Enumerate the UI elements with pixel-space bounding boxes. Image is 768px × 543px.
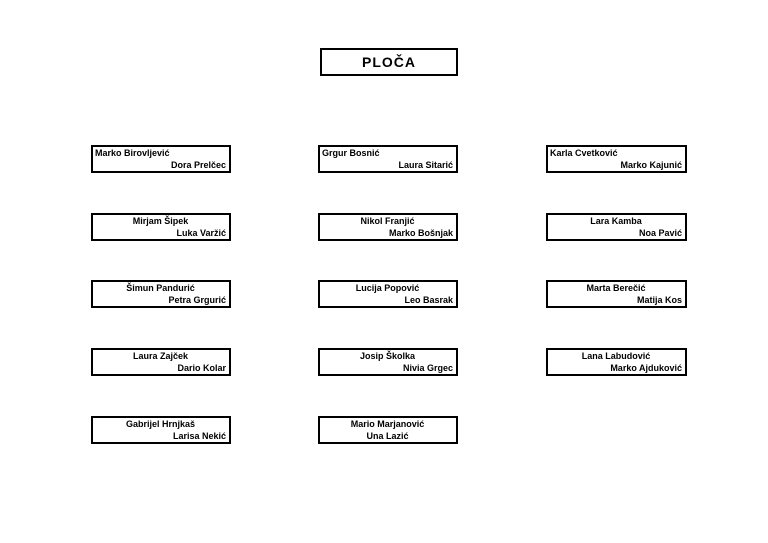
student-name-top: Marta Berečić [586, 283, 646, 293]
student-name-top: Laura Zajček [132, 351, 189, 361]
seat-box: Laura Zajček Dario Kolar [91, 348, 231, 376]
student-name-top: Lucija Popović [355, 283, 420, 293]
student-name-top: Karla Cvetković [550, 148, 618, 158]
student-name-top: Gabrijel Hrnjkaš [125, 419, 196, 429]
student-name-top: Mirjam Šipek [132, 216, 189, 226]
seat-box: Marta Berečić Matija Kos [546, 280, 687, 308]
student-name-top: Lara Kamba [590, 216, 642, 226]
student-name-top: Nikol Franjić [360, 216, 415, 226]
student-name-bottom: Dora Prelčec [170, 159, 226, 170]
board-label-box: PLOČA [320, 48, 458, 76]
student-name-top: Lana Labudović [581, 351, 651, 361]
seat-box: Mirjam Šipek Luka Varžić [91, 213, 231, 241]
seat-box: Josip Školka Nivia Grgec [318, 348, 458, 376]
student-name-bottom: Laura Sitarić [398, 159, 453, 170]
student-name-bottom: Marko Ajduković [610, 362, 682, 373]
student-name-bottom: Una Lazić [366, 430, 409, 441]
seat-box: Gabrijel Hrnjkaš Larisa Nekić [91, 416, 231, 444]
seat-box: Lucija Popović Leo Basrak [318, 280, 458, 308]
seat-box: Lana Labudović Marko Ajduković [546, 348, 687, 376]
board-label: PLOČA [362, 54, 416, 70]
student-name-top: Šimun Pandurić [126, 283, 195, 293]
seat-box: Marko Birovljević Dora Prelčec [91, 145, 231, 173]
student-name-bottom: Petra Grgurić [168, 294, 226, 305]
student-name-bottom: Matija Kos [636, 294, 682, 305]
student-name-bottom: Leo Basrak [404, 294, 453, 305]
seat-box: Mario Marjanović Una Lazić [318, 416, 458, 444]
student-name-bottom: Nivia Grgec [402, 362, 453, 373]
student-name-top: Marko Birovljević [95, 148, 170, 158]
seat-box: Šimun Pandurić Petra Grgurić [91, 280, 231, 308]
student-name-bottom: Dario Kolar [177, 362, 226, 373]
seat-box: Lara Kamba Noa Pavić [546, 213, 687, 241]
student-name-top: Josip Školka [359, 351, 416, 361]
student-name-bottom: Luka Varžić [176, 227, 226, 238]
student-name-bottom: Noa Pavić [638, 227, 682, 238]
student-name-bottom: Larisa Nekić [172, 430, 226, 441]
student-name-top: Grgur Bosnić [322, 148, 380, 158]
seat-box: Karla Cvetković Marko Kajunić [546, 145, 687, 173]
student-name-top: Mario Marjanović [350, 419, 425, 429]
student-name-bottom: Marko Kajunić [620, 159, 682, 170]
student-name-bottom: Marko Bošnjak [388, 227, 453, 238]
seat-box: Grgur Bosnić Laura Sitarić [318, 145, 458, 173]
seat-box: Nikol Franjić Marko Bošnjak [318, 213, 458, 241]
